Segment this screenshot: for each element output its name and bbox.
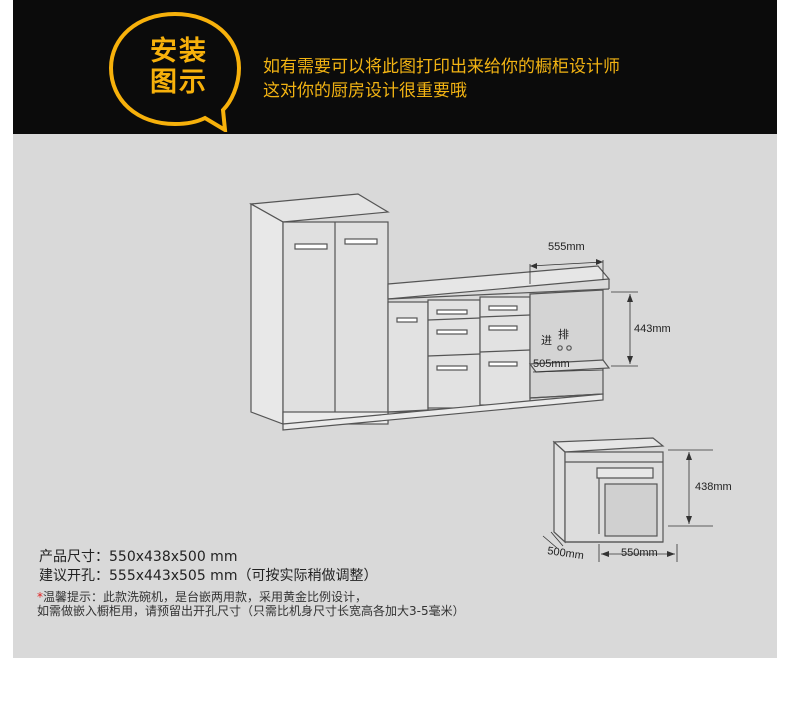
label-550: 550mm (621, 547, 658, 559)
banner-text-line-2: 这对你的厨房设计很重要哦 (263, 81, 467, 101)
label-inlet: 进 (541, 334, 552, 347)
dim-width-550 (598, 544, 678, 562)
countertop (387, 265, 611, 300)
dim-depth-505-line (532, 369, 604, 373)
dishwasher-unit (552, 437, 665, 544)
tip-star: * (37, 590, 43, 604)
label-438: 438mm (695, 481, 732, 493)
badge-line-1: 安装 (150, 36, 208, 67)
label-outlet: 排 (558, 327, 569, 341)
diagram-panel: 555mm 443mm 505mm 进 排 438mm 500mm 550mm … (13, 134, 777, 658)
label-555: 555mm (548, 241, 585, 253)
base-cabinets (387, 296, 531, 413)
label-443: 443mm (634, 323, 671, 335)
header-banner: 安装 图示 如有需要可以将此图打印出来给你的橱柜设计师 这对你的厨房设计很重要哦 (13, 0, 777, 134)
tip-line-2: 如需做嵌入橱柜用，请预留出开孔尺寸（只需比机身尺寸长宽高各加大3-5毫米） (37, 604, 465, 618)
label-505: 505mm (533, 358, 570, 370)
banner-text-line-1: 如有需要可以将此图打印出来给你的橱柜设计师 (263, 57, 620, 77)
install-diagram-badge: 安装 图示 (105, 10, 245, 132)
badge-line-2: 图示 (150, 67, 208, 98)
dim-height-438 (668, 449, 713, 527)
speech-bubble-icon (108, 11, 242, 132)
badge-title: 安装 图示 (131, 36, 227, 98)
tall-cabinet (249, 193, 390, 425)
dishwasher-cavity (528, 289, 611, 399)
opening-size: 建议开孔：555x443x505 mm（可按实际稍做调整） (39, 568, 378, 584)
product-size: 产品尺寸：550x438x500 mm (39, 549, 238, 565)
dim-width-555 (529, 259, 604, 284)
tip-line-1-text: 温馨提示：此款洗碗机，是台嵌两用款，采用黄金比例设计， (43, 590, 368, 604)
dim-height-443 (611, 291, 638, 367)
plinth (282, 393, 604, 431)
cabinet-installation-drawing: 555mm 443mm 505mm 进 排 438mm 500mm 550mm (249, 193, 732, 562)
tip-line-1: *温馨提示：此款洗碗机，是台嵌两用款，采用黄金比例设计， (37, 588, 367, 605)
label-500: 500mm (547, 545, 585, 562)
dim-depth-500 (542, 531, 564, 549)
